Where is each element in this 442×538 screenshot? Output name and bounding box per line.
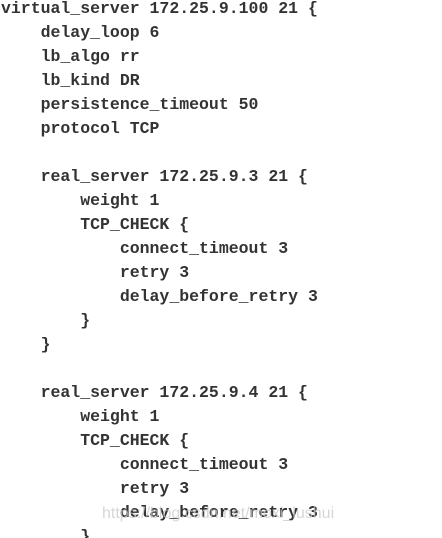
code-line: delay_loop 6: [1, 23, 160, 42]
code-line: virtual_server 172.25.9.100 21 {: [1, 0, 318, 18]
code-line: weight 1: [1, 407, 160, 426]
code-line: connect_timeout 3: [1, 239, 289, 258]
code-line: }: [1, 527, 91, 538]
code-line: connect_timeout 3: [1, 455, 289, 474]
code-line: lb_kind DR: [1, 71, 140, 90]
code-line: real_server 172.25.9.3 21 {: [1, 167, 308, 186]
code-line: weight 1: [1, 191, 160, 210]
code-line: }: [1, 311, 91, 330]
code-line: real_server 172.25.9.4 21 {: [1, 383, 308, 402]
code-line: TCP_CHECK {: [1, 215, 190, 234]
code-line: persistence_timeout 50: [1, 95, 259, 114]
code-line: TCP_CHECK {: [1, 431, 190, 450]
code-line: retry 3: [1, 479, 190, 498]
code-line: }: [1, 335, 51, 354]
code-line: delay_before_retry 3: [1, 503, 318, 522]
code-line: delay_before_retry 3: [1, 287, 318, 306]
code-line: protocol TCP: [1, 119, 160, 138]
code-line: lb_algo rr: [1, 47, 140, 66]
code-line: retry 3: [1, 263, 190, 282]
